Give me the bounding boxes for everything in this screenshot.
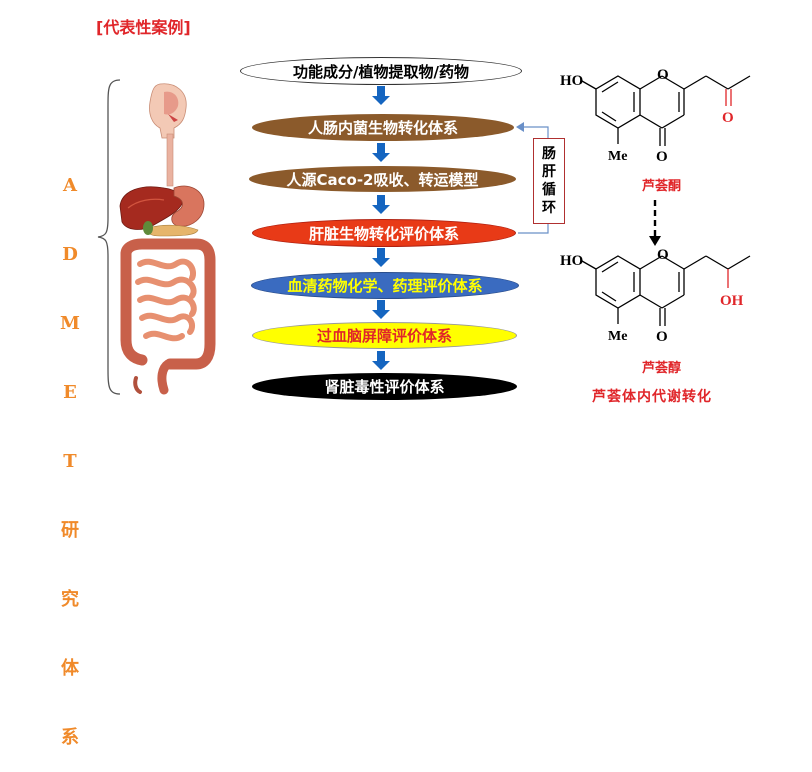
flow-step-input-substances: 功能成分/植物提取物/药物	[240, 57, 522, 85]
cycle-char: 循	[542, 182, 556, 198]
cycle-char: 肝	[542, 164, 556, 180]
ketone-oxygen-text: O	[656, 329, 668, 345]
side-oxygen-text: O	[722, 110, 734, 126]
flow-step-label: 过血脑屏障评价体系	[316, 327, 452, 345]
methyl-text: Me	[608, 149, 627, 164]
flow-step-label: 血清药物化学、药理评价体系	[287, 277, 483, 295]
cycle-char: 环	[542, 200, 556, 216]
flow-step-blood-brain-barrier: 过血脑屏障评价体系	[252, 322, 517, 349]
vertical-char: T	[63, 451, 77, 472]
flow-step-label: 人肠内菌生物转化体系	[307, 119, 458, 137]
flow-step-label: 肝脏生物转化评价体系	[308, 224, 459, 243]
flow-step-gut-bacteria: 人肠内菌生物转化体系	[252, 114, 514, 141]
vertical-char: D	[62, 244, 78, 265]
vertical-char: 体	[61, 658, 79, 679]
flow-step-serum-pharmacology: 血清药物化学、药理评价体系	[251, 272, 519, 299]
vertical-char: A	[63, 175, 77, 196]
compound-2-structure: HO O O Me OH	[560, 247, 751, 345]
flow-step-liver: 肝脏生物转化评价体系	[252, 219, 516, 247]
ketone-oxygen-text: O	[656, 149, 668, 165]
caption: 芦荟体内代谢转化	[592, 389, 712, 405]
enterohepatic-circulation-label: 肠 肝 循 环	[533, 138, 565, 224]
compound-2-name: 芦荟醇	[642, 361, 682, 376]
metabolic-conversion-arrow	[649, 200, 661, 246]
digestive-system-illustration	[119, 83, 216, 395]
flow-step-caco2-model: 人源Caco-2吸收、转运模型	[249, 166, 516, 192]
left-brace	[97, 79, 121, 395]
cycle-char: 肠	[542, 146, 556, 162]
flow-step-label: 肾脏毒性评价体系	[324, 378, 445, 396]
side-hydroxyl-text: OH	[720, 293, 744, 309]
svg-text:O: O	[657, 247, 669, 263]
vertical-char: M	[60, 313, 80, 334]
hydroxyl-text: HO	[560, 73, 583, 89]
hydroxyl-text: HO	[560, 253, 583, 269]
admet-vertical-label: A D M E T 研 究 体 系	[60, 128, 80, 772]
page-title: [代表性案例]	[96, 18, 191, 37]
compound-1-name: 芦荟酮	[642, 179, 682, 194]
svg-text:O: O	[657, 67, 669, 83]
vertical-char: E	[63, 382, 77, 403]
vertical-char: 系	[61, 727, 79, 748]
flow-step-kidney-toxicity: 肾脏毒性评价体系	[252, 373, 517, 400]
flow-step-label: 人源Caco-2吸收、转运模型	[286, 170, 479, 189]
vertical-char: 究	[61, 589, 79, 610]
vertical-char: 研	[61, 520, 79, 541]
compound-1-structure: HO O O Me O	[560, 67, 751, 165]
methyl-text: Me	[608, 329, 627, 344]
flow-step-label: 功能成分/植物提取物/药物	[293, 62, 469, 81]
